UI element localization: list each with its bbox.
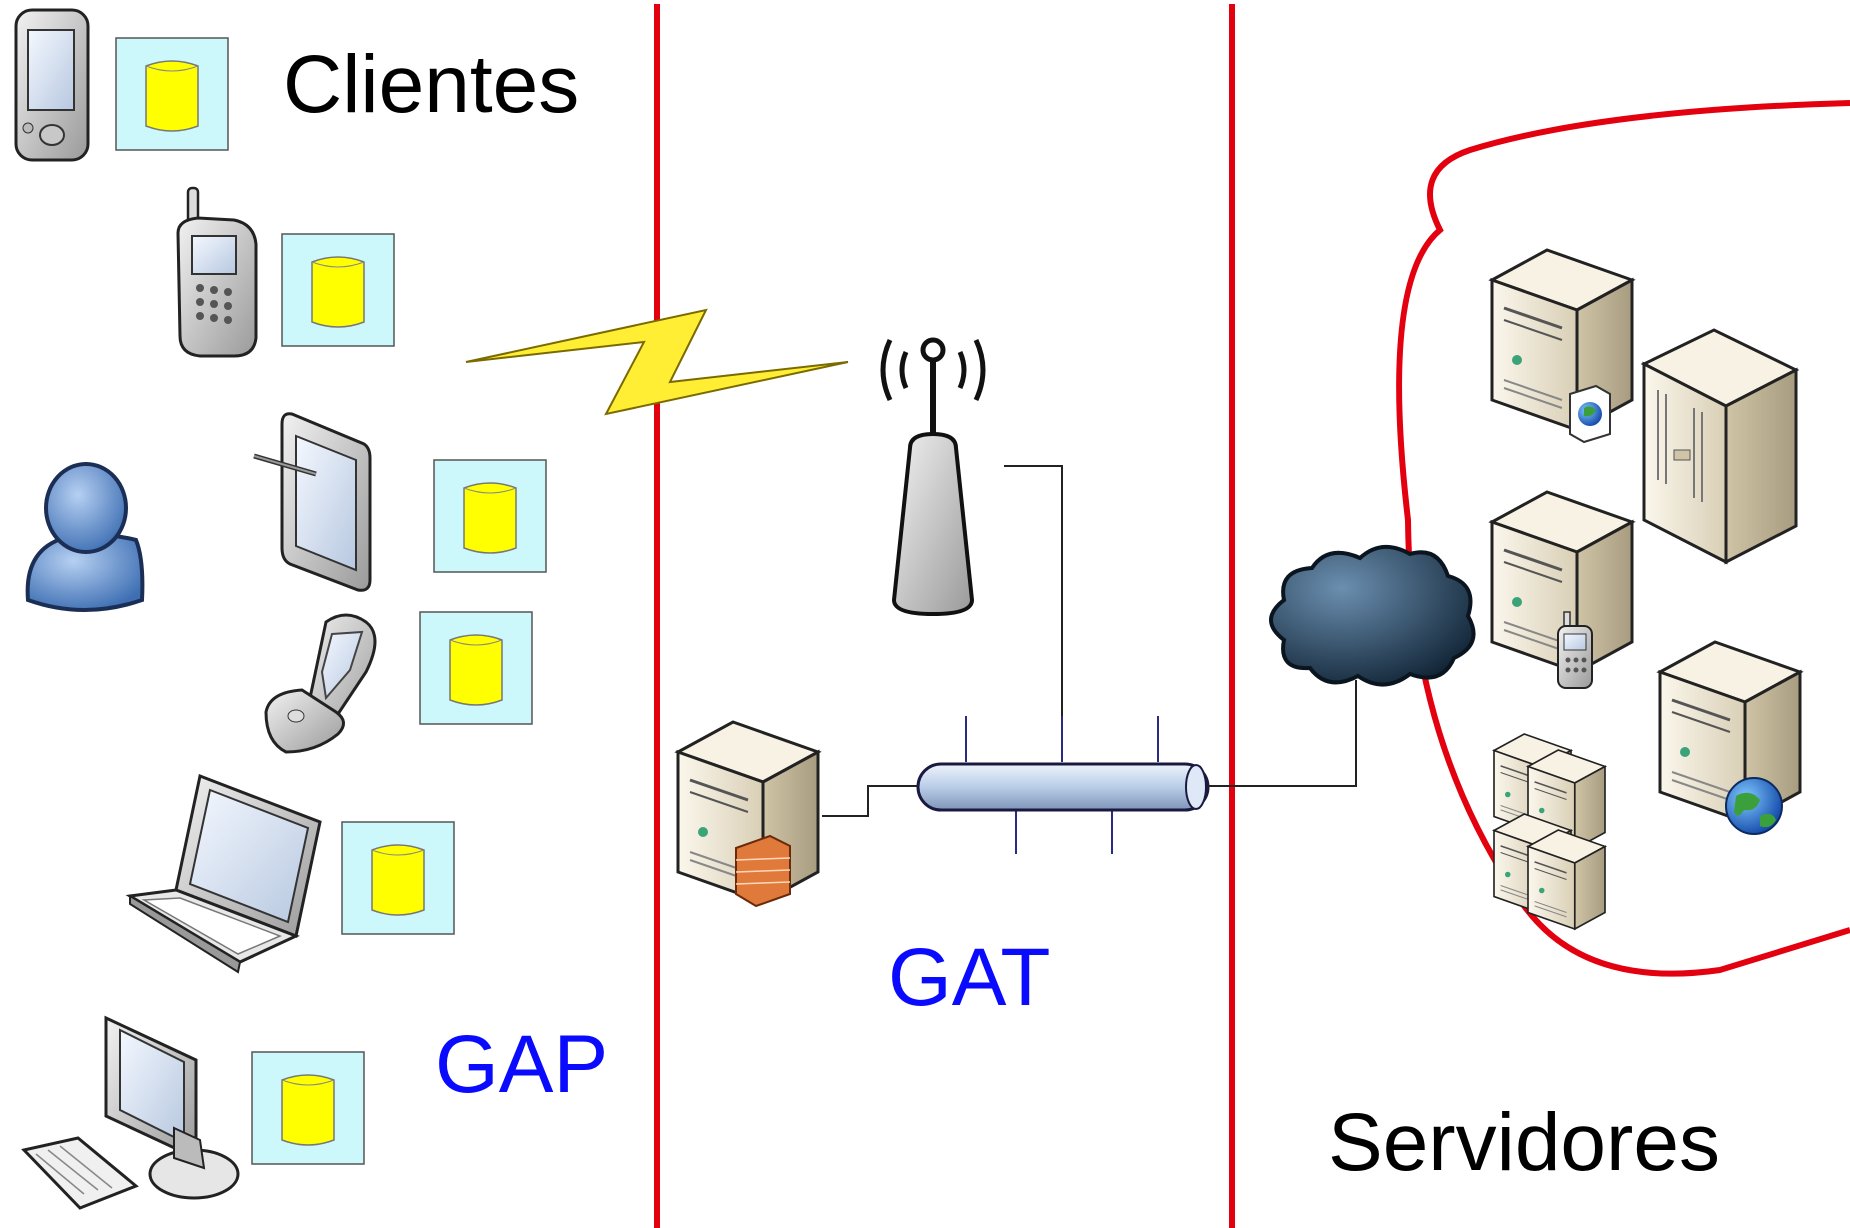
- server-cluster-icon: [1493, 733, 1606, 930]
- agent-database-icon: [341, 821, 455, 935]
- server-zone-boundary: [1396, 100, 1850, 977]
- agent-database-icon: [281, 233, 395, 347]
- clients-title: Clientes: [283, 39, 579, 130]
- gap-label: GAP: [435, 1019, 608, 1110]
- agent-database-icon: [115, 37, 229, 151]
- tower-server-icon: [1640, 328, 1800, 565]
- bus-taps: [965, 716, 1159, 854]
- antenna-link-line: [1004, 465, 1063, 716]
- firewall-server-icon: [676, 720, 820, 908]
- mobile-server-icon: [1490, 490, 1634, 689]
- pda-icon: [14, 8, 90, 162]
- internet-cloud-icon: [1269, 545, 1476, 687]
- laptop-icon: [125, 773, 322, 974]
- wireless-antenna-icon: [880, 337, 986, 617]
- user-icon: [25, 462, 145, 612]
- cloud-link-line: [1208, 680, 1357, 787]
- network-bus-icon: [916, 762, 1210, 812]
- servers-title: Servidores: [1328, 1097, 1720, 1188]
- agent-database-icon: [419, 611, 533, 725]
- gat-label: GAT: [888, 932, 1050, 1023]
- mobile-phone-icon: [176, 186, 258, 358]
- flip-phone-icon: [264, 613, 377, 754]
- agent-database-icon: [251, 1051, 365, 1165]
- tablet-icon: [253, 412, 372, 592]
- firewall-link-line: [822, 785, 918, 817]
- web-server-icon: [1490, 248, 1634, 444]
- desktop-pc-icon: [21, 1015, 240, 1210]
- globe-server-icon: [1658, 640, 1802, 835]
- agent-database-icon: [433, 459, 547, 573]
- lightning-link-icon: [465, 308, 849, 416]
